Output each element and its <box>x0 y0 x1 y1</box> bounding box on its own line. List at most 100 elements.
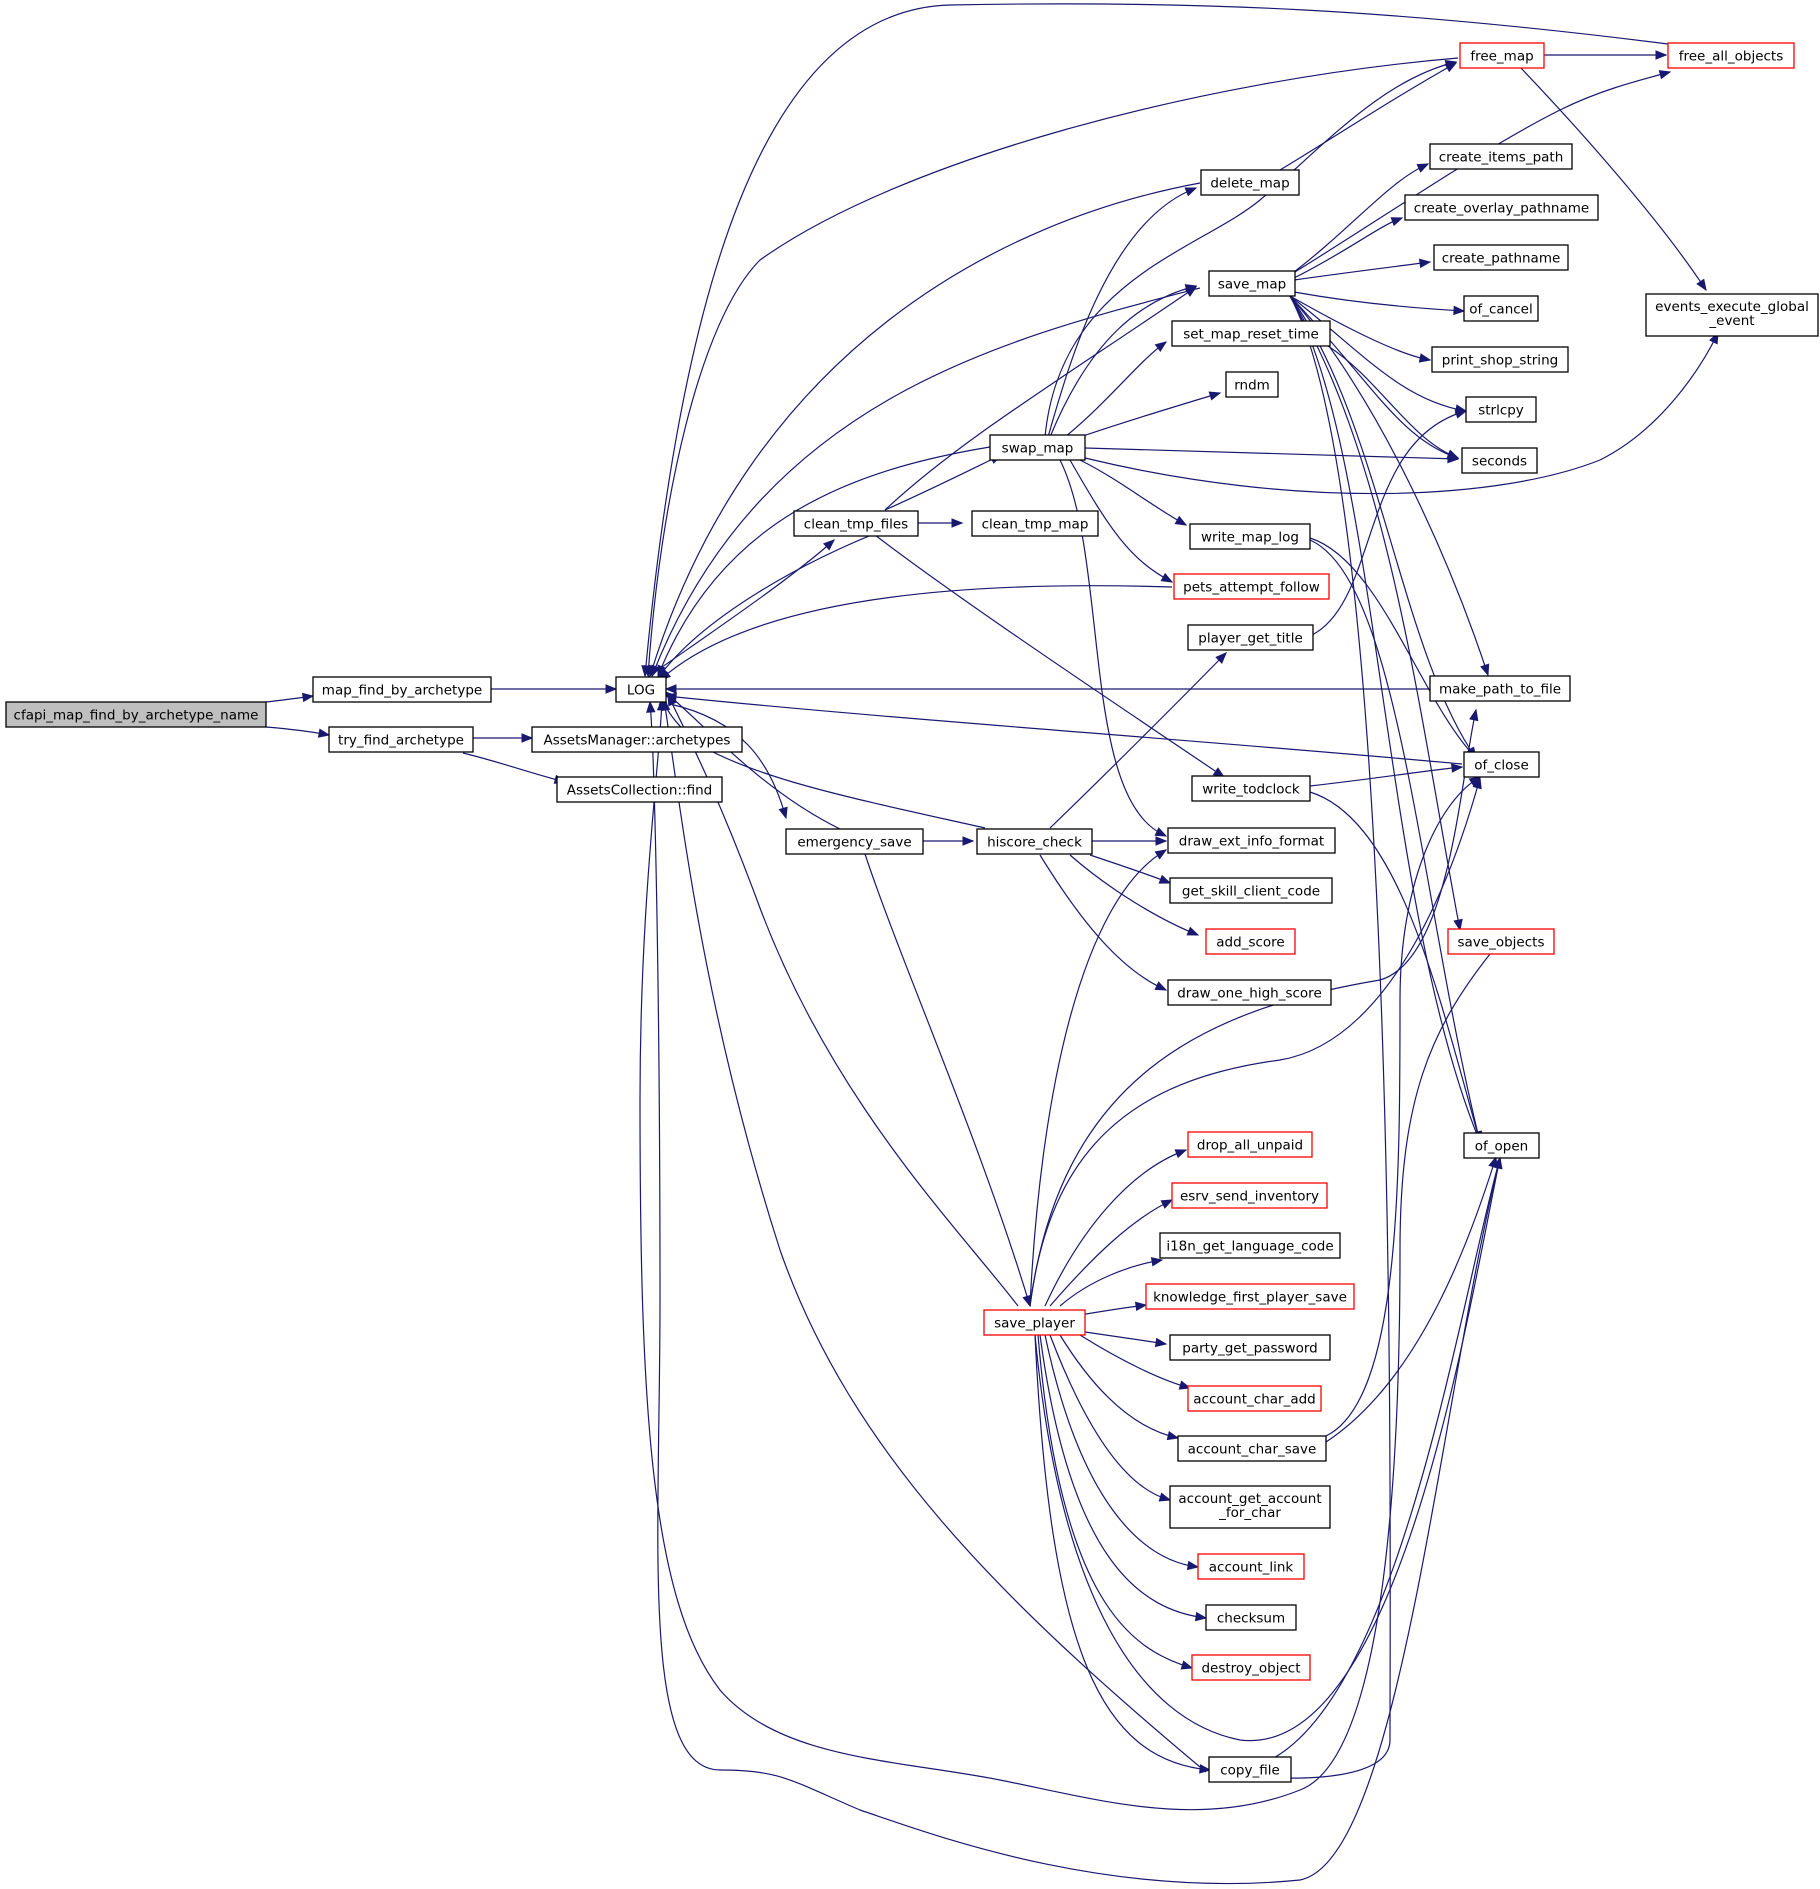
node-save-objects[interactable]: save_objects <box>1447 928 1555 955</box>
node-strlcpy[interactable]: strlcpy <box>1465 396 1537 423</box>
node-label: free_map <box>1470 49 1533 65</box>
node-box <box>785 828 924 855</box>
node-clean-tmp-files[interactable]: clean_tmp_files <box>793 510 919 537</box>
node-i18n-get-language-code[interactable]: i18n_get_language_code <box>1159 1232 1341 1259</box>
arrowhead <box>1194 1611 1208 1622</box>
node-account-link[interactable]: account_link <box>1197 1553 1305 1580</box>
edge-swap-map-rndm <box>1079 391 1222 438</box>
node-pets-attempt-follow[interactable]: pets_attempt_follow <box>1173 573 1330 600</box>
edge-emergency-save-save-player <box>864 853 1032 1308</box>
node-free-map[interactable]: free_map <box>1459 42 1545 69</box>
node-draw-one-high-score[interactable]: draw_one_high_score <box>1167 979 1332 1006</box>
nodes: cfapi_map_find_by_archetype_name map_find… <box>5 42 1819 1783</box>
node-box <box>1145 1283 1355 1310</box>
node-box <box>1197 1553 1305 1580</box>
node-label: write_map_log <box>1201 530 1299 546</box>
node-free-all-objects[interactable]: free_all_objects <box>1667 42 1795 69</box>
node-seconds[interactable]: seconds <box>1461 447 1538 474</box>
node-label: drop_all_unpaid <box>1197 1138 1303 1154</box>
arrowhead <box>646 700 656 713</box>
arrowhead <box>1468 776 1482 787</box>
node-label: of_close <box>1474 758 1529 774</box>
node-account-get-account-for-char[interactable]: account_get_account_for_char <box>1169 1485 1331 1529</box>
node-box <box>1169 1485 1331 1529</box>
node-box <box>1447 928 1555 955</box>
node-box <box>556 776 723 803</box>
node-esrv-send-inventory[interactable]: esrv_send_inventory <box>1171 1182 1328 1209</box>
node-assets-manager-archetypes[interactable]: AssetsManager::archetypes <box>531 726 743 753</box>
node-root[interactable]: cfapi_map_find_by_archetype_name <box>5 701 267 728</box>
edge-emergency-save-hiscore-check <box>923 836 975 846</box>
node-add-score[interactable]: add_score <box>1205 928 1296 955</box>
arrowhead <box>1160 572 1174 583</box>
node-save-map[interactable]: save_map <box>1208 270 1296 297</box>
node-of-cancel[interactable]: of_cancel <box>1463 295 1539 322</box>
node-delete-map[interactable]: delete_map <box>1200 169 1300 196</box>
arrowhead <box>1480 663 1490 677</box>
node-knowledge-first-player-save[interactable]: knowledge_first_player_save <box>1145 1283 1355 1310</box>
node-label: make_path_to_file <box>1439 682 1561 698</box>
node-label: create_overlay_pathname <box>1414 201 1589 217</box>
edge-save-player-make-path-to-file <box>1029 708 1479 1307</box>
node-box <box>1169 1334 1331 1361</box>
node-party-get-password[interactable]: party_get_password <box>1169 1334 1331 1361</box>
node-box <box>976 828 1093 855</box>
arrowhead <box>605 684 618 694</box>
node-box <box>1225 371 1279 398</box>
node-drop-all-unpaid[interactable]: drop_all_unpaid <box>1187 1131 1313 1158</box>
node-rndm[interactable]: rndm <box>1225 371 1279 398</box>
node-copy-file[interactable]: copy_file <box>1208 1756 1292 1783</box>
edge-swap-map-set-map-reset-time <box>1064 341 1168 438</box>
edge-swap-map-delete-map <box>1047 187 1198 438</box>
node-box <box>328 726 474 753</box>
node-box <box>1463 751 1540 778</box>
node-create-pathname[interactable]: create_pathname <box>1433 244 1569 271</box>
node-make-path-to-file[interactable]: make_path_to_file <box>1429 675 1571 702</box>
node-get-skill-client-code[interactable]: get_skill_client_code <box>1169 877 1333 904</box>
node-map-find-by-archetype[interactable]: map_find_by_archetype <box>312 676 492 703</box>
node-player-get-title[interactable]: player_get_title <box>1187 624 1314 651</box>
node-print-shop-string[interactable]: print_shop_string <box>1431 346 1569 373</box>
node-of-close[interactable]: of_close <box>1463 751 1540 778</box>
node-LOG[interactable]: LOG <box>615 676 667 703</box>
edge-delete-map-log <box>648 182 1201 678</box>
edge-map-find-by-archetype-log <box>491 684 618 694</box>
node-write-todclock[interactable]: write_todclock <box>1191 775 1311 802</box>
node-write-map-log[interactable]: write_map_log <box>1189 523 1311 550</box>
edge-save-player-account-get-account <box>1049 1334 1172 1502</box>
edge-emergency-save-log <box>663 691 841 830</box>
arrowhead <box>1180 1660 1194 1670</box>
node-draw-ext-info-format[interactable]: draw_ext_info_format <box>1167 827 1336 854</box>
edge-set-map-reset-time-seconds <box>1327 345 1460 459</box>
node-box <box>1667 42 1795 69</box>
node-emergency-save[interactable]: emergency_save <box>785 828 924 855</box>
node-events-execute-global-event[interactable]: events_execute_global_event <box>1645 293 1819 337</box>
node-create-overlay-pathname[interactable]: create_overlay_pathname <box>1404 194 1599 221</box>
node-box <box>1431 346 1569 373</box>
node-account-char-save[interactable]: account_char_save <box>1177 1435 1327 1462</box>
node-save-player[interactable]: save_player <box>983 1309 1086 1336</box>
node-label: save_objects <box>1458 935 1545 951</box>
node-box <box>1463 295 1539 322</box>
edge-save-map-free-all-objects <box>1289 70 1672 276</box>
node-create-items-path[interactable]: create_items_path <box>1429 143 1573 170</box>
node-assets-collection-find[interactable]: AssetsCollection::find <box>556 776 723 803</box>
node-box <box>1187 1131 1313 1158</box>
arrowhead <box>962 836 975 846</box>
arrowhead <box>1446 449 1460 459</box>
arrowhead <box>1154 849 1168 860</box>
node-set-map-reset-time[interactable]: set_map_reset_time <box>1171 320 1331 347</box>
node-try-find-archetype[interactable]: try_find_archetype <box>328 726 474 753</box>
edge-save-player-esrv-send-inventory <box>1049 1199 1174 1307</box>
edge-save-map-save-objects <box>1289 295 1463 932</box>
node-swap-map[interactable]: swap_map <box>989 434 1086 461</box>
arrowhead <box>778 806 788 820</box>
node-account-char-add[interactable]: account_char_add <box>1187 1385 1322 1412</box>
arrowhead <box>664 684 677 694</box>
edge-hiscore-check-draw-ext-info-format <box>1092 836 1168 846</box>
node-checksum[interactable]: checksum <box>1205 1604 1297 1631</box>
node-destroy-object[interactable]: destroy_object <box>1191 1654 1311 1681</box>
node-of-open[interactable]: of_open <box>1463 1132 1540 1159</box>
node-clean-tmp-map[interactable]: clean_tmp_map <box>971 510 1099 537</box>
node-hiscore-check[interactable]: hiscore_check <box>976 828 1093 855</box>
